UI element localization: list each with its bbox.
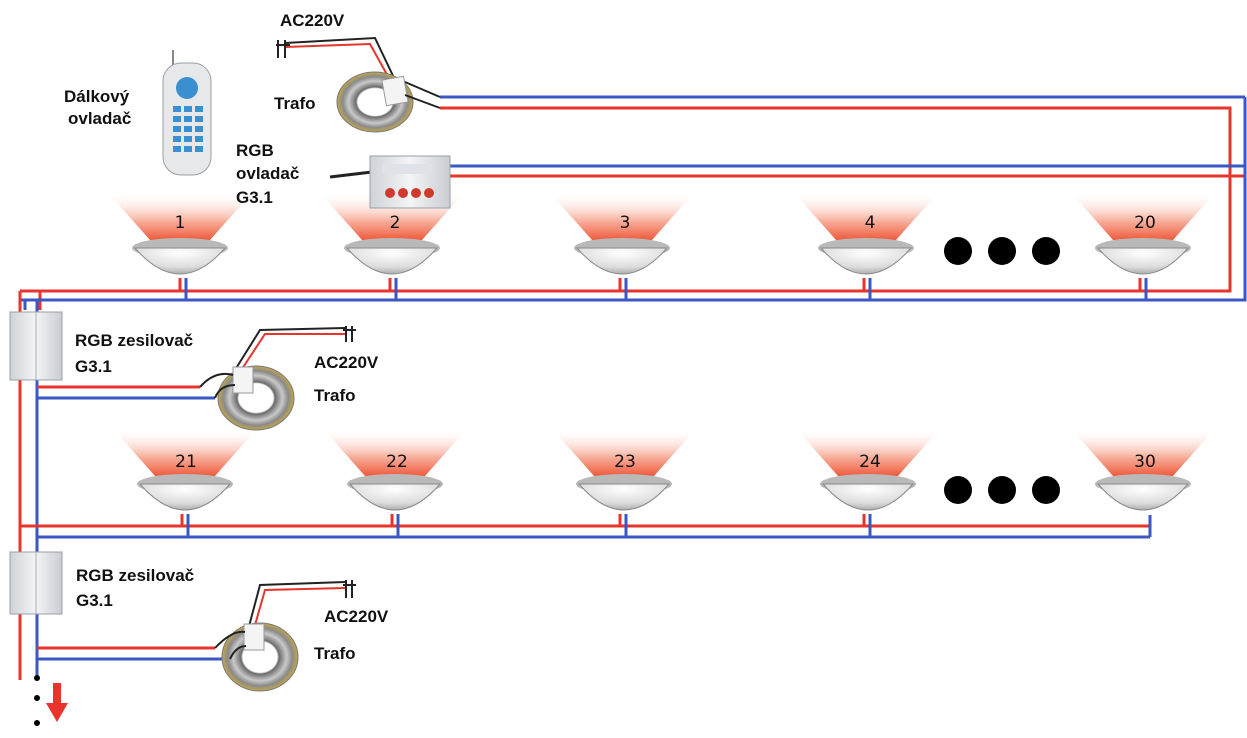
remote-label-line1: Dálkový <box>64 87 130 106</box>
remote-control-icon <box>162 50 212 176</box>
continuation-dots <box>34 675 40 726</box>
rgb-amplifier-1 <box>9 311 63 381</box>
trafo-label-top: Trafo <box>274 94 316 113</box>
lamp-number: 30 <box>1134 452 1156 472</box>
trafo-label-bottom: Trafo <box>314 644 356 663</box>
amp1-label-line1: RGB zesilovač <box>75 331 194 350</box>
lamp-number: 20 <box>1134 213 1156 233</box>
row2-bus <box>20 514 1152 539</box>
lamp-20 <box>1073 195 1213 275</box>
row2-lamps <box>115 431 1213 511</box>
lamp-23 <box>554 431 694 511</box>
lamp-21 <box>115 431 255 511</box>
amp1-label-line2: G3.1 <box>75 357 112 376</box>
controller-label-line2: ovladač <box>236 164 300 183</box>
lamp-22 <box>325 431 465 511</box>
amp2-wires <box>37 646 230 661</box>
lamp-number: 24 <box>859 452 881 472</box>
lamp-1 <box>110 195 250 275</box>
transformer-mid <box>199 326 356 431</box>
lamp-number: 2 <box>389 213 401 233</box>
amp2-label-line2: G3.1 <box>76 591 113 610</box>
controller-label-line3: G3.1 <box>236 188 273 207</box>
lamp-number: 23 <box>614 452 636 472</box>
amp2-label-line1: RGB zesilovač <box>76 566 195 585</box>
transformer-bottom <box>214 580 356 692</box>
lamp-3 <box>552 195 692 275</box>
lamp-number: 4 <box>864 213 876 233</box>
lamp-24 <box>798 431 938 511</box>
transformer-top <box>276 36 441 133</box>
rgb-amplifier-2 <box>9 551 63 615</box>
lamp-30 <box>1073 431 1213 511</box>
lamp-number: 1 <box>174 213 186 233</box>
down-arrow-icon <box>46 683 68 722</box>
lamp-number: 21 <box>175 452 197 472</box>
plug-icon-bottom <box>343 580 356 598</box>
plug-icon-top <box>276 40 290 58</box>
ac-label-top: AC220V <box>280 11 345 30</box>
row1-bus <box>25 278 1245 302</box>
ellipsis-dots-row2 <box>944 476 1060 504</box>
remote-label-line2: ovladač <box>68 109 132 128</box>
ac-label-mid: AC220V <box>314 353 379 372</box>
amp1-wires <box>37 385 215 400</box>
plug-icon-mid <box>343 326 356 342</box>
lamp-4 <box>796 195 936 275</box>
controller-label-line1: RGB <box>236 141 274 160</box>
lamp-number: 3 <box>619 213 631 233</box>
lamp-number: 22 <box>386 452 408 472</box>
ac-label-bottom: AC220V <box>324 607 389 626</box>
rgb-controller-icon <box>329 155 451 209</box>
ellipsis-dots-row1 <box>944 237 1060 265</box>
trafo-label-mid: Trafo <box>314 386 356 405</box>
